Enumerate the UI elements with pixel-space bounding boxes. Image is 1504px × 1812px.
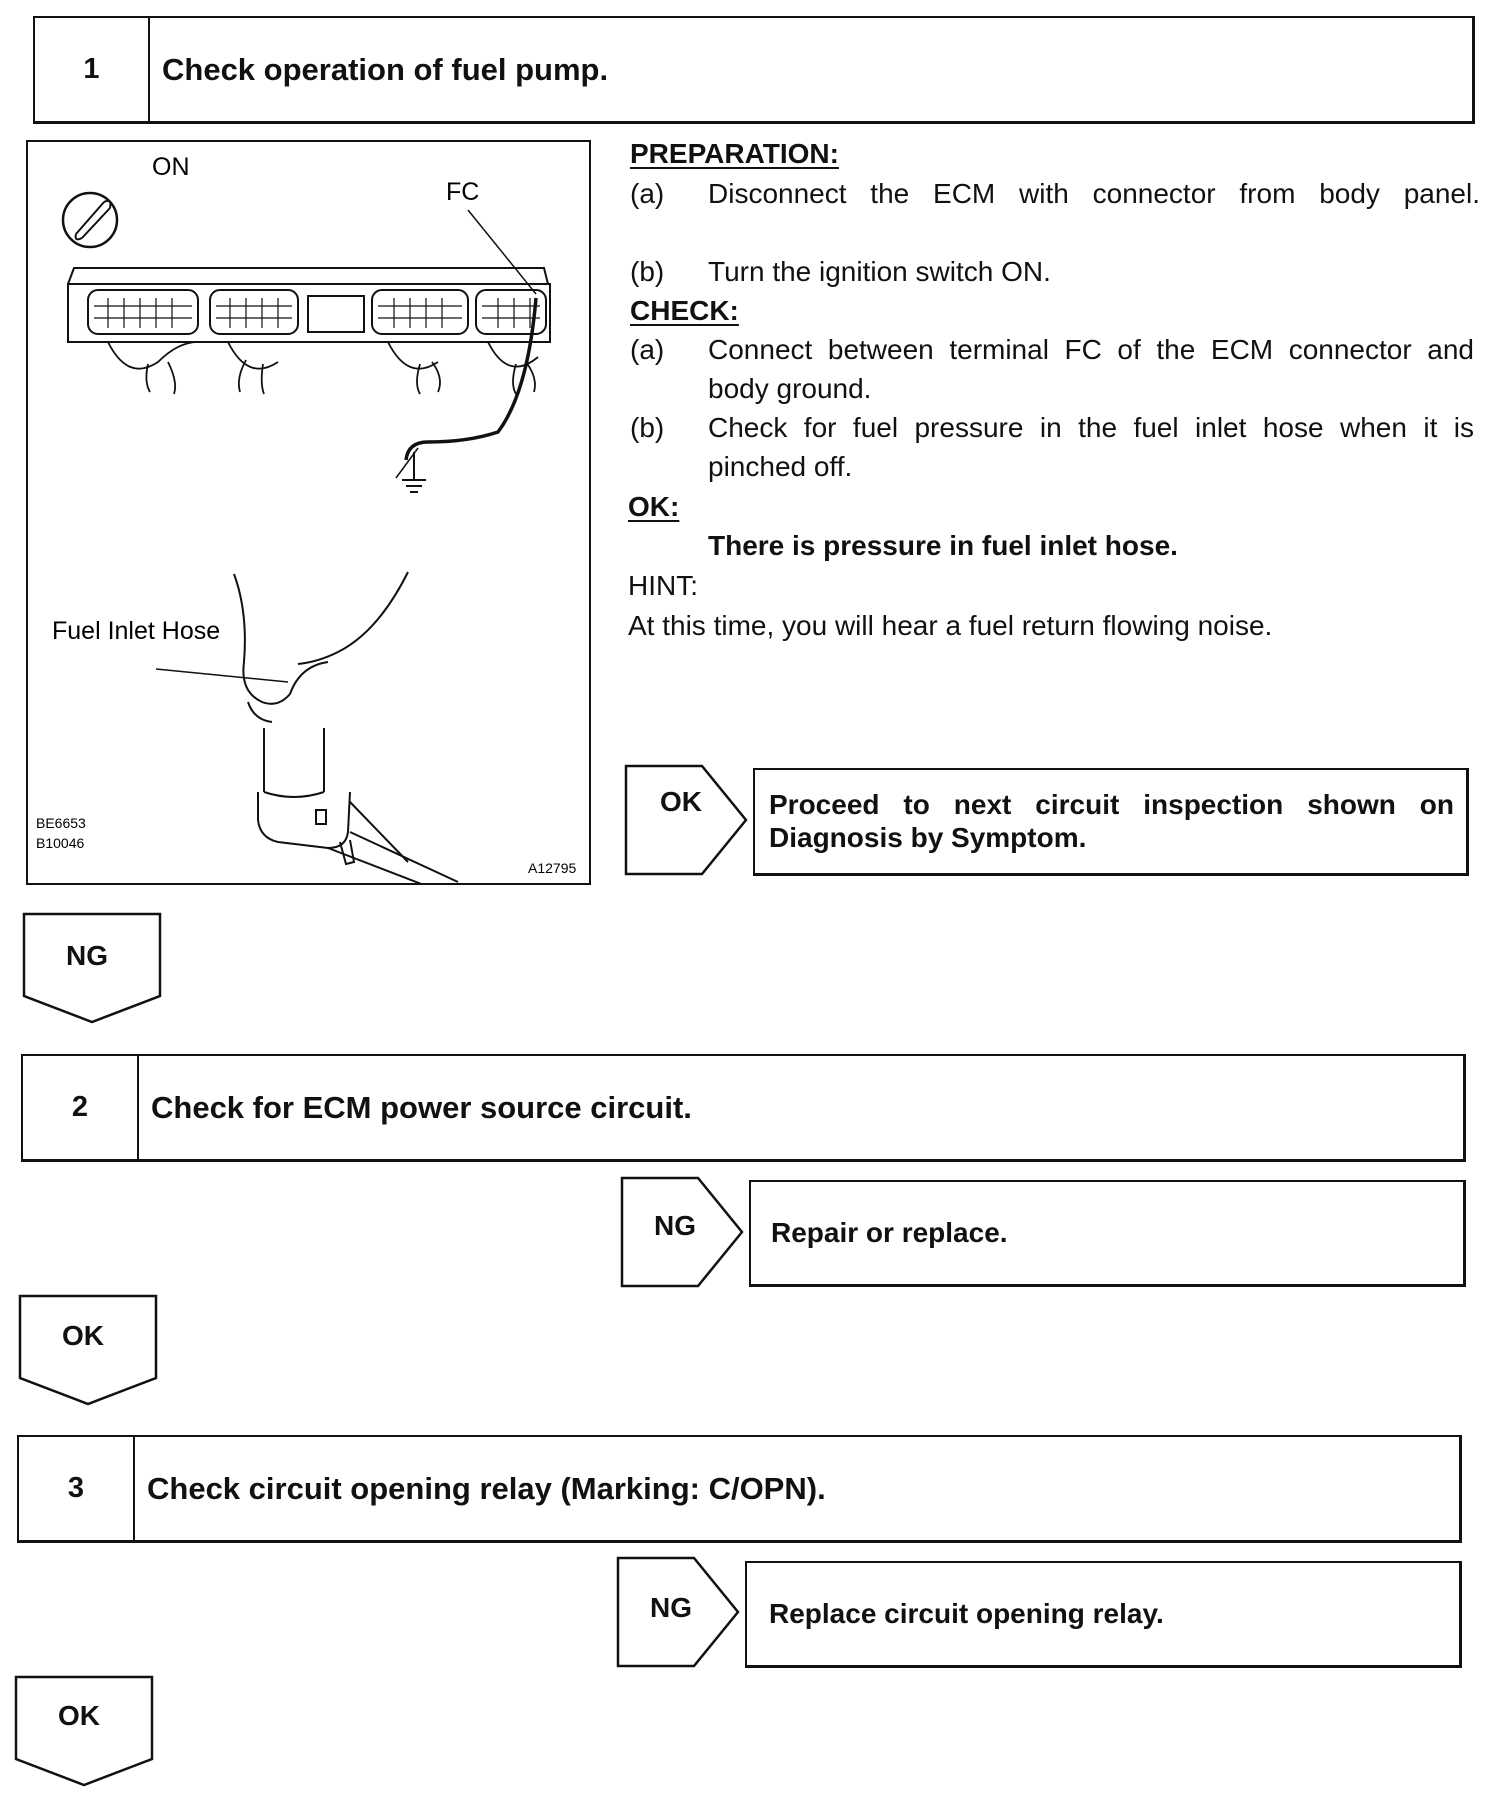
step3-ng-label: NG xyxy=(650,1592,692,1623)
step1-ok-arrow xyxy=(624,764,748,876)
fuel-hose-illustration xyxy=(233,571,459,883)
step-title: Check operation of fuel pump. xyxy=(162,51,609,87)
step2-ng-arrow xyxy=(620,1176,744,1288)
hint-heading: HINT: xyxy=(628,570,698,601)
step-number: 3 xyxy=(19,1437,135,1540)
step3-ng-result: Replace circuit opening relay. xyxy=(745,1561,1462,1668)
step-title: Check for ECM power source circuit. xyxy=(151,1089,692,1125)
step1-ng-arrow xyxy=(22,912,162,1024)
check-b-marker: (b) xyxy=(630,412,665,443)
ground-symbol xyxy=(402,452,426,493)
check-b-line2: pinched off. xyxy=(708,451,853,482)
step3-ng-arrow xyxy=(616,1556,740,1668)
prep-a-text: Disconnect the ECM with connector from b… xyxy=(708,178,1480,209)
step3-ok-arrow xyxy=(14,1675,154,1787)
step1-ok-line2: Diagnosis by Symptom. xyxy=(769,822,1087,853)
step3-ng-text: Replace circuit opening relay. xyxy=(769,1598,1164,1629)
step1-ng-label: NG xyxy=(66,940,108,971)
step-title: Check circuit opening relay (Marking: C/… xyxy=(147,1470,826,1506)
ignition-key-icon xyxy=(61,191,119,249)
figure-code-1: BE6653 xyxy=(36,815,86,831)
figure-code-2: B10046 xyxy=(36,835,84,851)
hint-text: At this time, you will hear a fuel retur… xyxy=(628,610,1273,641)
step3-ok-label: OK xyxy=(58,1700,100,1731)
ecm-connector-block xyxy=(67,267,551,395)
prep-b-marker: (b) xyxy=(630,256,665,287)
step-3-header: 3 Check circuit opening relay (Marking: … xyxy=(17,1435,1462,1543)
prep-b-text: Turn the ignition switch ON. xyxy=(708,256,1051,287)
check-b-line1: Check for fuel pressure in the fuel inle… xyxy=(708,412,1474,443)
step-number: 1 xyxy=(35,18,150,121)
step2-ng-text: Repair or replace. xyxy=(771,1217,1008,1248)
step-1-header: 1 Check operation of fuel pump. xyxy=(33,16,1475,124)
check-a-marker: (a) xyxy=(630,334,665,365)
step1-ok-label: OK xyxy=(660,786,702,817)
step2-ng-label: NG xyxy=(654,1210,696,1241)
check-heading: CHECK: xyxy=(630,295,739,326)
jumper-wire xyxy=(467,209,537,295)
hose-leader-line xyxy=(155,668,289,683)
check-a-line1: Connect between terminal FC of the ECM c… xyxy=(708,334,1474,365)
ecm-illustration: ON FC Fuel Inlet Hose BE6653 B10046 A127… xyxy=(36,153,576,883)
on-label: ON xyxy=(152,153,190,181)
ok-criteria: There is pressure in fuel inlet hose. xyxy=(708,530,1178,561)
step1-ok-line1: Proceed to next circuit inspection shown… xyxy=(769,789,1454,820)
hose-label: Fuel Inlet Hose xyxy=(52,617,220,645)
step2-ok-label: OK xyxy=(62,1320,104,1351)
prep-a-marker: (a) xyxy=(630,178,665,209)
fc-label: FC xyxy=(446,178,479,206)
figure-panel: ON FC Fuel Inlet Hose BE6653 B10046 A127… xyxy=(26,140,591,885)
step2-ok-arrow xyxy=(18,1294,158,1406)
step-2-header: 2 Check for ECM power source circuit. xyxy=(21,1054,1466,1162)
step1-ok-result: Proceed to next circuit inspection shown… xyxy=(753,768,1469,876)
ok-heading: OK: xyxy=(628,491,680,522)
check-a-line2: body ground. xyxy=(708,373,872,404)
figure-code-3: A12795 xyxy=(528,860,576,876)
step2-ng-result: Repair or replace. xyxy=(749,1180,1466,1287)
preparation-heading: PREPARATION: xyxy=(630,138,839,169)
step-number: 2 xyxy=(23,1056,139,1159)
